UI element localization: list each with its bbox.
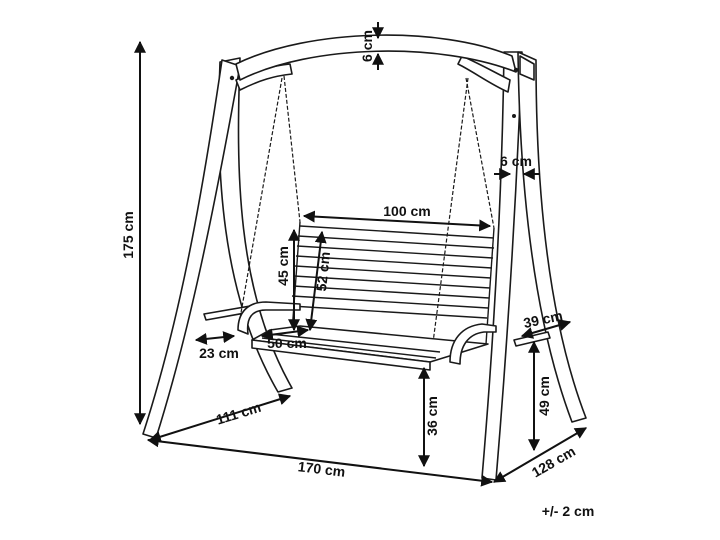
- swing-frame: [142, 34, 587, 481]
- label-beam-thickness: 6 cm: [359, 30, 375, 62]
- chain-left-rear: [237, 77, 283, 331]
- right-front-leg: [481, 51, 523, 481]
- label-backrest-height: 45 cm: [275, 246, 291, 286]
- right-armrest: [449, 323, 497, 365]
- bench: [237, 221, 497, 371]
- seat-front: [251, 339, 431, 371]
- dimension-lines: [134, 22, 588, 487]
- chain-right-rear: [431, 77, 469, 351]
- label-backrest-diagonal: 52 cm: [313, 251, 333, 292]
- beam-end-cap: [519, 55, 535, 81]
- label-seat-depth: 50 cm: [267, 335, 307, 351]
- label-frame-height-side: 49 cm: [536, 376, 552, 416]
- left-rear-leg: [142, 59, 241, 439]
- dim-line-39: [520, 319, 572, 339]
- label-seat-width: 100 cm: [383, 203, 430, 219]
- label-seat-height: 36 cm: [424, 396, 440, 436]
- dim-line-50: [260, 325, 310, 341]
- chain-right-front: [465, 77, 495, 229]
- right-rear-leg: [517, 51, 587, 423]
- dim-line-111: [148, 393, 292, 443]
- label-base-depth: 111 cm: [214, 399, 263, 428]
- dim-line-128: [492, 427, 588, 483]
- dim-line-52: [305, 230, 327, 332]
- tolerance-note: +/- 2 cm: [542, 503, 595, 519]
- dim-line-23: [194, 331, 236, 345]
- dim-line-170: [146, 435, 494, 487]
- label-total-width: 170 cm: [297, 458, 346, 480]
- left-armrest: [237, 301, 301, 335]
- label-side-depth: 128 cm: [529, 443, 578, 481]
- label-armrest-offset: 23 cm: [199, 345, 239, 361]
- label-total-height: 175 cm: [120, 211, 136, 258]
- dim-line-100: [302, 210, 492, 232]
- label-leg-thickness: 6 cm: [500, 153, 532, 169]
- chain-left-front: [283, 75, 301, 223]
